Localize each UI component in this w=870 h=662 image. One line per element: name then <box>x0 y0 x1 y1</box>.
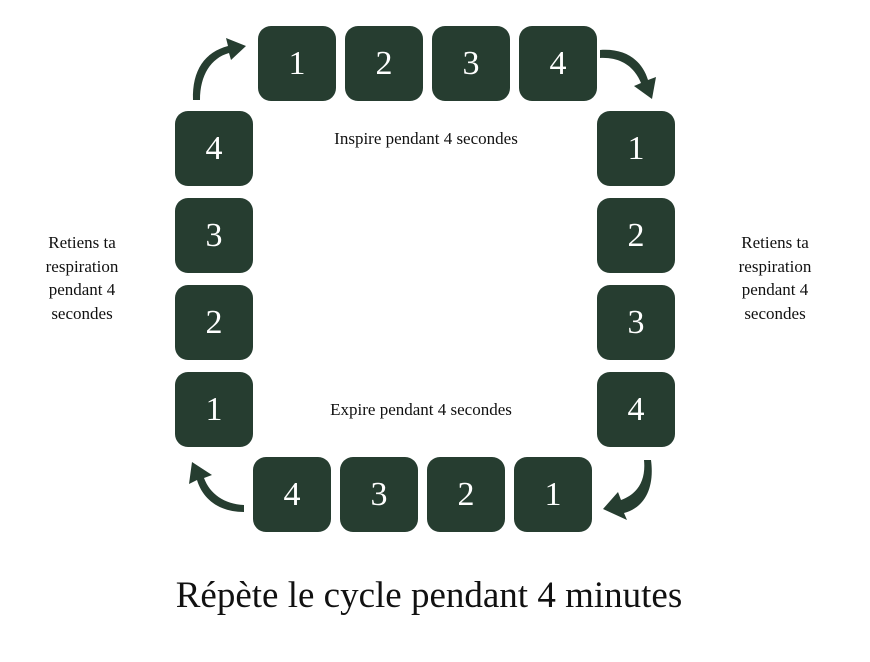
hold-left-line-3: pendant 4 <box>48 280 116 299</box>
count-box-right-1: 1 <box>597 111 675 186</box>
count-box-bottom-3: 3 <box>340 457 418 532</box>
count-box-right-2: 2 <box>597 198 675 273</box>
page-title: Répète le cycle pendant 4 minutes <box>175 575 683 616</box>
hold-right-label: Retiens ta respiration pendant 4 seconde… <box>715 231 835 325</box>
hold-right-line-3: pendant 4 <box>741 280 809 299</box>
inhale-label: Inspire pendant 4 secondes <box>334 129 518 148</box>
count-box-bottom-2: 2 <box>427 457 505 532</box>
count-box-top-4: 4 <box>519 26 597 101</box>
curved-arrow-icon <box>192 38 246 100</box>
exhale-label: Expire pendant 4 secondes <box>330 400 512 419</box>
curved-arrow-icon <box>600 49 656 99</box>
count-box-bottom-4: 4 <box>253 457 331 532</box>
count-box-left-2: 2 <box>175 285 253 360</box>
curved-arrow-icon <box>603 460 652 520</box>
count-box-right-3: 3 <box>597 285 675 360</box>
count-box-left-3: 3 <box>175 198 253 273</box>
hold-left-line-4: secondes <box>51 303 113 323</box>
count-box-top-3: 3 <box>432 26 510 101</box>
hold-right-line-2: respiration <box>738 256 812 276</box>
count-box-top-2: 2 <box>345 26 423 101</box>
curved-arrow-icon <box>189 462 244 512</box>
count-box-top-1: 1 <box>258 26 336 101</box>
count-box-left-1: 1 <box>175 372 253 447</box>
hold-right-line-4: secondes <box>744 303 806 323</box>
hold-left-label: Retiens ta respiration pendant 4 seconde… <box>22 231 142 325</box>
count-box-bottom-1: 1 <box>514 457 592 532</box>
hold-left-line-2: respiration <box>45 256 119 276</box>
count-box-left-4: 4 <box>175 111 253 186</box>
hold-left-line-1: Retiens ta <box>48 233 116 252</box>
hold-right-line-1: Retiens ta <box>741 233 809 252</box>
count-box-right-4: 4 <box>597 372 675 447</box>
